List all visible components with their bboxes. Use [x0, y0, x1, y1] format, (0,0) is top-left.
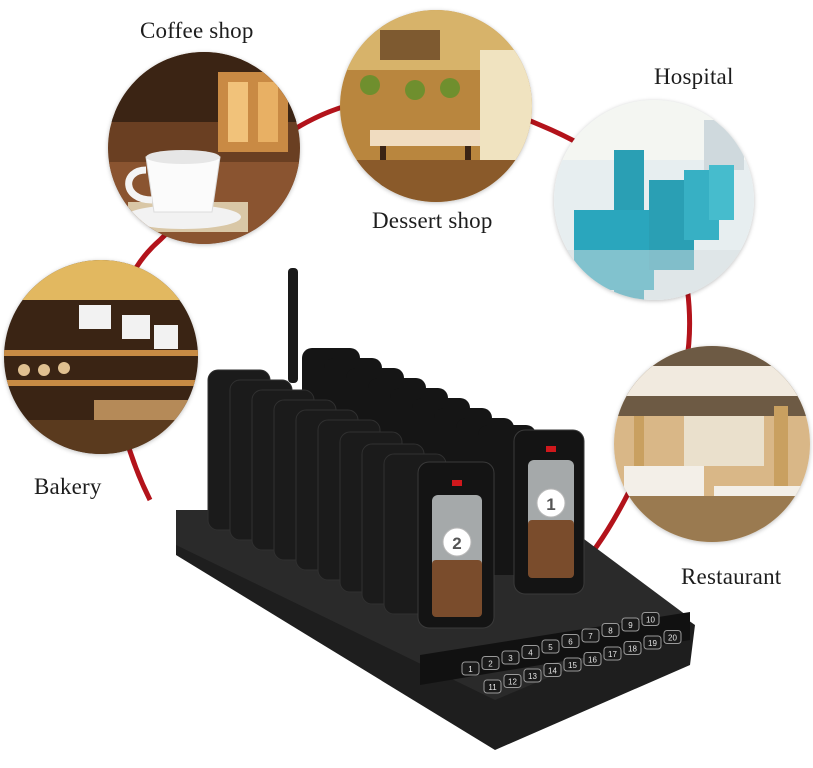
keypad-button-label: 7 [588, 632, 593, 641]
keypad-button[interactable] [601, 623, 620, 637]
keypad-button-label: 1 [468, 665, 473, 674]
photo-coffee-shop [108, 52, 300, 244]
keypad-button-label: 15 [568, 661, 577, 670]
keypad-button-label: 5 [548, 643, 553, 652]
keypad-button[interactable] [663, 630, 682, 644]
keypad-button[interactable] [561, 634, 580, 648]
photo-hospital [554, 100, 754, 300]
label-hospital: Hospital [654, 64, 734, 89]
photo-bakery [4, 260, 198, 454]
keypad-button[interactable] [541, 639, 560, 654]
keypad-button[interactable] [641, 612, 660, 626]
keypad-button[interactable] [623, 641, 642, 655]
keypad-button[interactable] [483, 679, 502, 694]
keypad-button-label: 9 [628, 621, 633, 630]
keypad-button[interactable] [523, 668, 542, 683]
keypad-button-label: 20 [668, 634, 677, 643]
keypad-button[interactable] [543, 663, 562, 677]
keypad-button-label: 3 [508, 654, 513, 663]
keypad-button[interactable] [603, 646, 622, 661]
keypad-bottom-row: 11 12 13 14 15 16 17 18 19 20 [483, 630, 682, 694]
keypad-button-label: 13 [528, 672, 537, 681]
keypad-button[interactable] [563, 657, 582, 672]
pager-2: 2 [417, 461, 495, 629]
label-dessert-shop: Dessert shop [372, 208, 493, 233]
keypad-top-row: 1 2 3 4 5 6 7 8 9 10 [461, 612, 660, 676]
label-restaurant: Restaurant [681, 564, 782, 589]
keypad-button-label: 18 [628, 645, 637, 654]
keypad-button-label: 17 [608, 650, 617, 659]
keypad-button-label: 10 [646, 616, 655, 625]
keypad-button[interactable] [503, 674, 522, 688]
keypad-button[interactable] [461, 661, 480, 676]
keypad-button-label: 8 [608, 627, 613, 636]
keypad-button[interactable] [521, 645, 540, 659]
pager-front-row [207, 369, 447, 615]
pager-led [546, 446, 556, 452]
label-bakery: Bakery [34, 474, 102, 499]
keypad-button[interactable] [643, 635, 662, 650]
keypad-button[interactable] [583, 652, 602, 666]
pager-number: 2 [452, 534, 461, 553]
keypad-button-label: 6 [568, 638, 573, 647]
pager-1: 1 [513, 429, 585, 595]
keypad-button-label: 19 [648, 639, 657, 648]
keypad-button-label: 2 [488, 660, 493, 669]
keypad-button-label: 11 [488, 683, 497, 692]
keypad-button[interactable] [501, 650, 520, 665]
keypad-button-label: 12 [508, 678, 517, 687]
pager-number: 1 [546, 495, 555, 514]
keypad-button-label: 14 [548, 667, 557, 676]
keypad-button[interactable] [621, 617, 640, 632]
antenna [288, 268, 298, 383]
keypad-button[interactable] [481, 656, 500, 670]
keypad-button-label: 4 [528, 649, 533, 658]
pager-led [452, 480, 462, 486]
keypad-button-label: 16 [588, 656, 597, 665]
keypad-button[interactable] [581, 628, 600, 643]
label-coffee-shop: Coffee shop [140, 18, 254, 43]
